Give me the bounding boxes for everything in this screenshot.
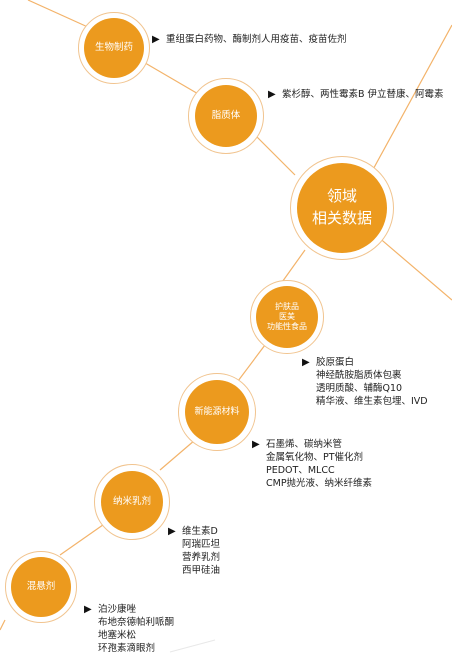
- item-energy-1: 石墨烯、碳纳米管: [266, 439, 343, 450]
- node-cosmetics: 护肤品 医美 功能性食品: [250, 280, 324, 354]
- connector-energy-nanoemulsion: [159, 439, 196, 471]
- node-energy-materials-core: 新能源材料: [185, 380, 249, 444]
- arrow-icon: ▶: [302, 357, 310, 368]
- node-cosmetics-core: 护肤品 医美 功能性食品: [256, 286, 318, 348]
- center-node: 领域 相关数据: [290, 156, 394, 260]
- item-cosmetics-4: 精华液、维生素包埋、IVD: [316, 396, 428, 407]
- items-biopharma: ▶ 重组蛋白药物、酶制剂人用疫苗、疫苗佐剂: [152, 33, 347, 46]
- item-suspension-2: 布地奈德帕利哌酮: [98, 617, 175, 628]
- node-energy-materials-label: 新能源材料: [194, 406, 240, 417]
- connector-top-left: [27, 0, 91, 29]
- arrow-icon: ▶: [152, 34, 160, 45]
- items-energy-materials: ▶ 石墨烯、碳纳米管 金属氧化物、PT催化剂 PEDOT、MLCC CMP抛光液…: [252, 438, 372, 490]
- connector-center-bottomright: [369, 229, 452, 301]
- node-nanoemulsion-core: 纳米乳剂: [101, 471, 163, 533]
- item-nanoemulsion-3: 营养乳剂: [182, 552, 221, 563]
- item-biopharma-1: 重组蛋白药物、酶制剂人用疫苗、疫苗佐剂: [166, 34, 347, 45]
- node-cosmetics-label-3: 功能性食品: [267, 322, 307, 331]
- connector-center-topright: [369, 24, 452, 176]
- node-nanoemulsion-label: 纳米乳剂: [112, 496, 151, 508]
- item-cosmetics-1: 胶原蛋白: [316, 357, 355, 368]
- connector-cosmetics-energy: [234, 344, 266, 386]
- node-biopharma: 生物制药: [78, 12, 150, 84]
- node-biopharma-label: 生物制药: [94, 42, 133, 54]
- item-cosmetics-2: 神经酰胺脂质体包裹: [316, 370, 402, 381]
- node-liposome: 脂质体: [188, 78, 264, 154]
- arrow-icon: ▶: [268, 89, 276, 100]
- items-nanoemulsion: ▶ 维生素D 阿瑞匹坦 营养乳剂 西甲硅油: [168, 525, 220, 577]
- item-nanoemulsion-4: 西甲硅油: [182, 565, 221, 576]
- item-suspension-3: 地塞米松: [98, 630, 137, 641]
- item-suspension-1: 泊沙康唑: [98, 604, 137, 615]
- node-cosmetics-label-1: 护肤品: [275, 302, 299, 311]
- arrow-icon: ▶: [168, 526, 176, 537]
- item-cosmetics-3: 透明质酸、辅酶Q10: [316, 383, 403, 394]
- connector-suspension-bottom: [0, 619, 6, 631]
- node-biopharma-core: 生物制药: [84, 18, 144, 78]
- node-nanoemulsion: 纳米乳剂: [94, 464, 170, 540]
- items-suspension: ▶ 泊沙康唑 布地奈德帕利哌酮 地塞米松 环孢素滴眼剂: [84, 603, 174, 655]
- node-suspension: 混悬剂: [5, 551, 77, 623]
- items-liposome: ▶ 紫杉醇、两性霉素B 伊立替康、阿霉素: [268, 88, 444, 101]
- arrow-icon: ▶: [84, 604, 92, 615]
- center-node-core: 领域 相关数据: [297, 163, 387, 253]
- item-suspension-4: 环孢素滴眼剂: [98, 643, 156, 654]
- item-energy-4: CMP抛光液、纳米纤维素: [266, 478, 373, 489]
- item-nanoemulsion-2: 阿瑞匹坦: [182, 539, 221, 550]
- connector-biopharma-liposome: [139, 59, 201, 96]
- node-energy-materials: 新能源材料: [178, 373, 256, 451]
- node-cosmetics-label-2: 医美: [279, 312, 295, 321]
- item-energy-3: PEDOT、MLCC: [266, 465, 335, 476]
- items-cosmetics: ▶ 胶原蛋白 神经酰胺脂质体包裹 透明质酸、辅酶Q10 精华液、维生素包埋、IV…: [302, 356, 428, 408]
- node-suspension-core: 混悬剂: [11, 557, 71, 617]
- node-suspension-label: 混悬剂: [26, 581, 56, 593]
- node-liposome-label: 脂质体: [211, 110, 241, 122]
- item-nanoemulsion-1: 维生素D: [182, 526, 218, 537]
- connector-center-cosmetics: [279, 249, 306, 286]
- decor-line-bottom: [169, 639, 216, 653]
- node-liposome-core: 脂质体: [195, 85, 257, 147]
- arrow-icon: ▶: [252, 439, 260, 450]
- center-title-line-1: 领域: [326, 187, 357, 206]
- connector-liposome-center: [254, 134, 296, 176]
- item-energy-2: 金属氧化物、PT催化剂: [266, 452, 364, 463]
- item-liposome-1: 紫杉醇、两性霉素B 伊立替康、阿霉素: [282, 89, 444, 100]
- center-title-line-2: 相关数据: [311, 209, 372, 227]
